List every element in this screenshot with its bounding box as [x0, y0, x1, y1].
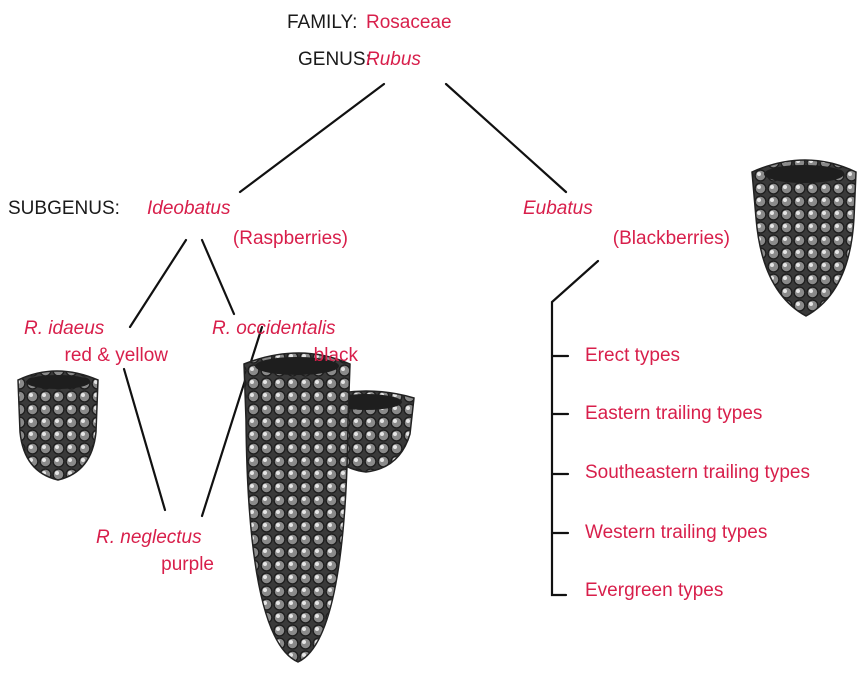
line-occidentalis-neglectus	[200, 325, 264, 518]
genus-name: Rubus	[366, 49, 421, 70]
type-erect: Erect types	[585, 345, 681, 366]
family-name: Rosaceae	[366, 12, 452, 33]
blackberry-illustration	[751, 159, 857, 317]
r-neglectus-name: R. neglectus	[96, 527, 202, 548]
line-ideobatus-idaeus	[128, 238, 188, 329]
r-idaeus-name: R. idaeus	[24, 318, 105, 339]
eubatus-name: Eubatus	[523, 198, 593, 219]
ideobatus-common: (Raspberries)	[232, 228, 348, 249]
type-evergreen: Evergreen types	[585, 580, 724, 601]
type-western-trailing: Western trailing types	[585, 522, 768, 543]
r-occidentalis-name: R. occidentalis	[212, 318, 336, 339]
line-genus-eubatus	[444, 82, 568, 194]
r-idaeus-color: red & yellow	[64, 345, 169, 366]
ideobatus-name: Ideobatus	[147, 198, 231, 219]
line-ideobatus-occidentalis	[200, 238, 236, 316]
family-label: FAMILY:	[287, 12, 358, 33]
line-eubatus-types	[550, 259, 600, 597]
type-southeastern-trailing: Southeastern trailing types	[585, 462, 810, 483]
red-raspberry-illustration	[17, 370, 99, 481]
eubatus-common: (Blackberries)	[612, 228, 730, 249]
genus-label: GENUS:	[298, 49, 371, 70]
purple-raspberry-illustration	[243, 352, 351, 663]
line-genus-ideobatus	[238, 82, 386, 194]
subgenus-label: SUBGENUS:	[8, 198, 120, 219]
r-neglectus-color: purple	[161, 554, 214, 575]
line-idaeus-neglectus	[122, 367, 167, 512]
r-occidentalis-color: black	[313, 345, 358, 366]
type-eastern-trailing: Eastern trailing types	[585, 403, 763, 424]
